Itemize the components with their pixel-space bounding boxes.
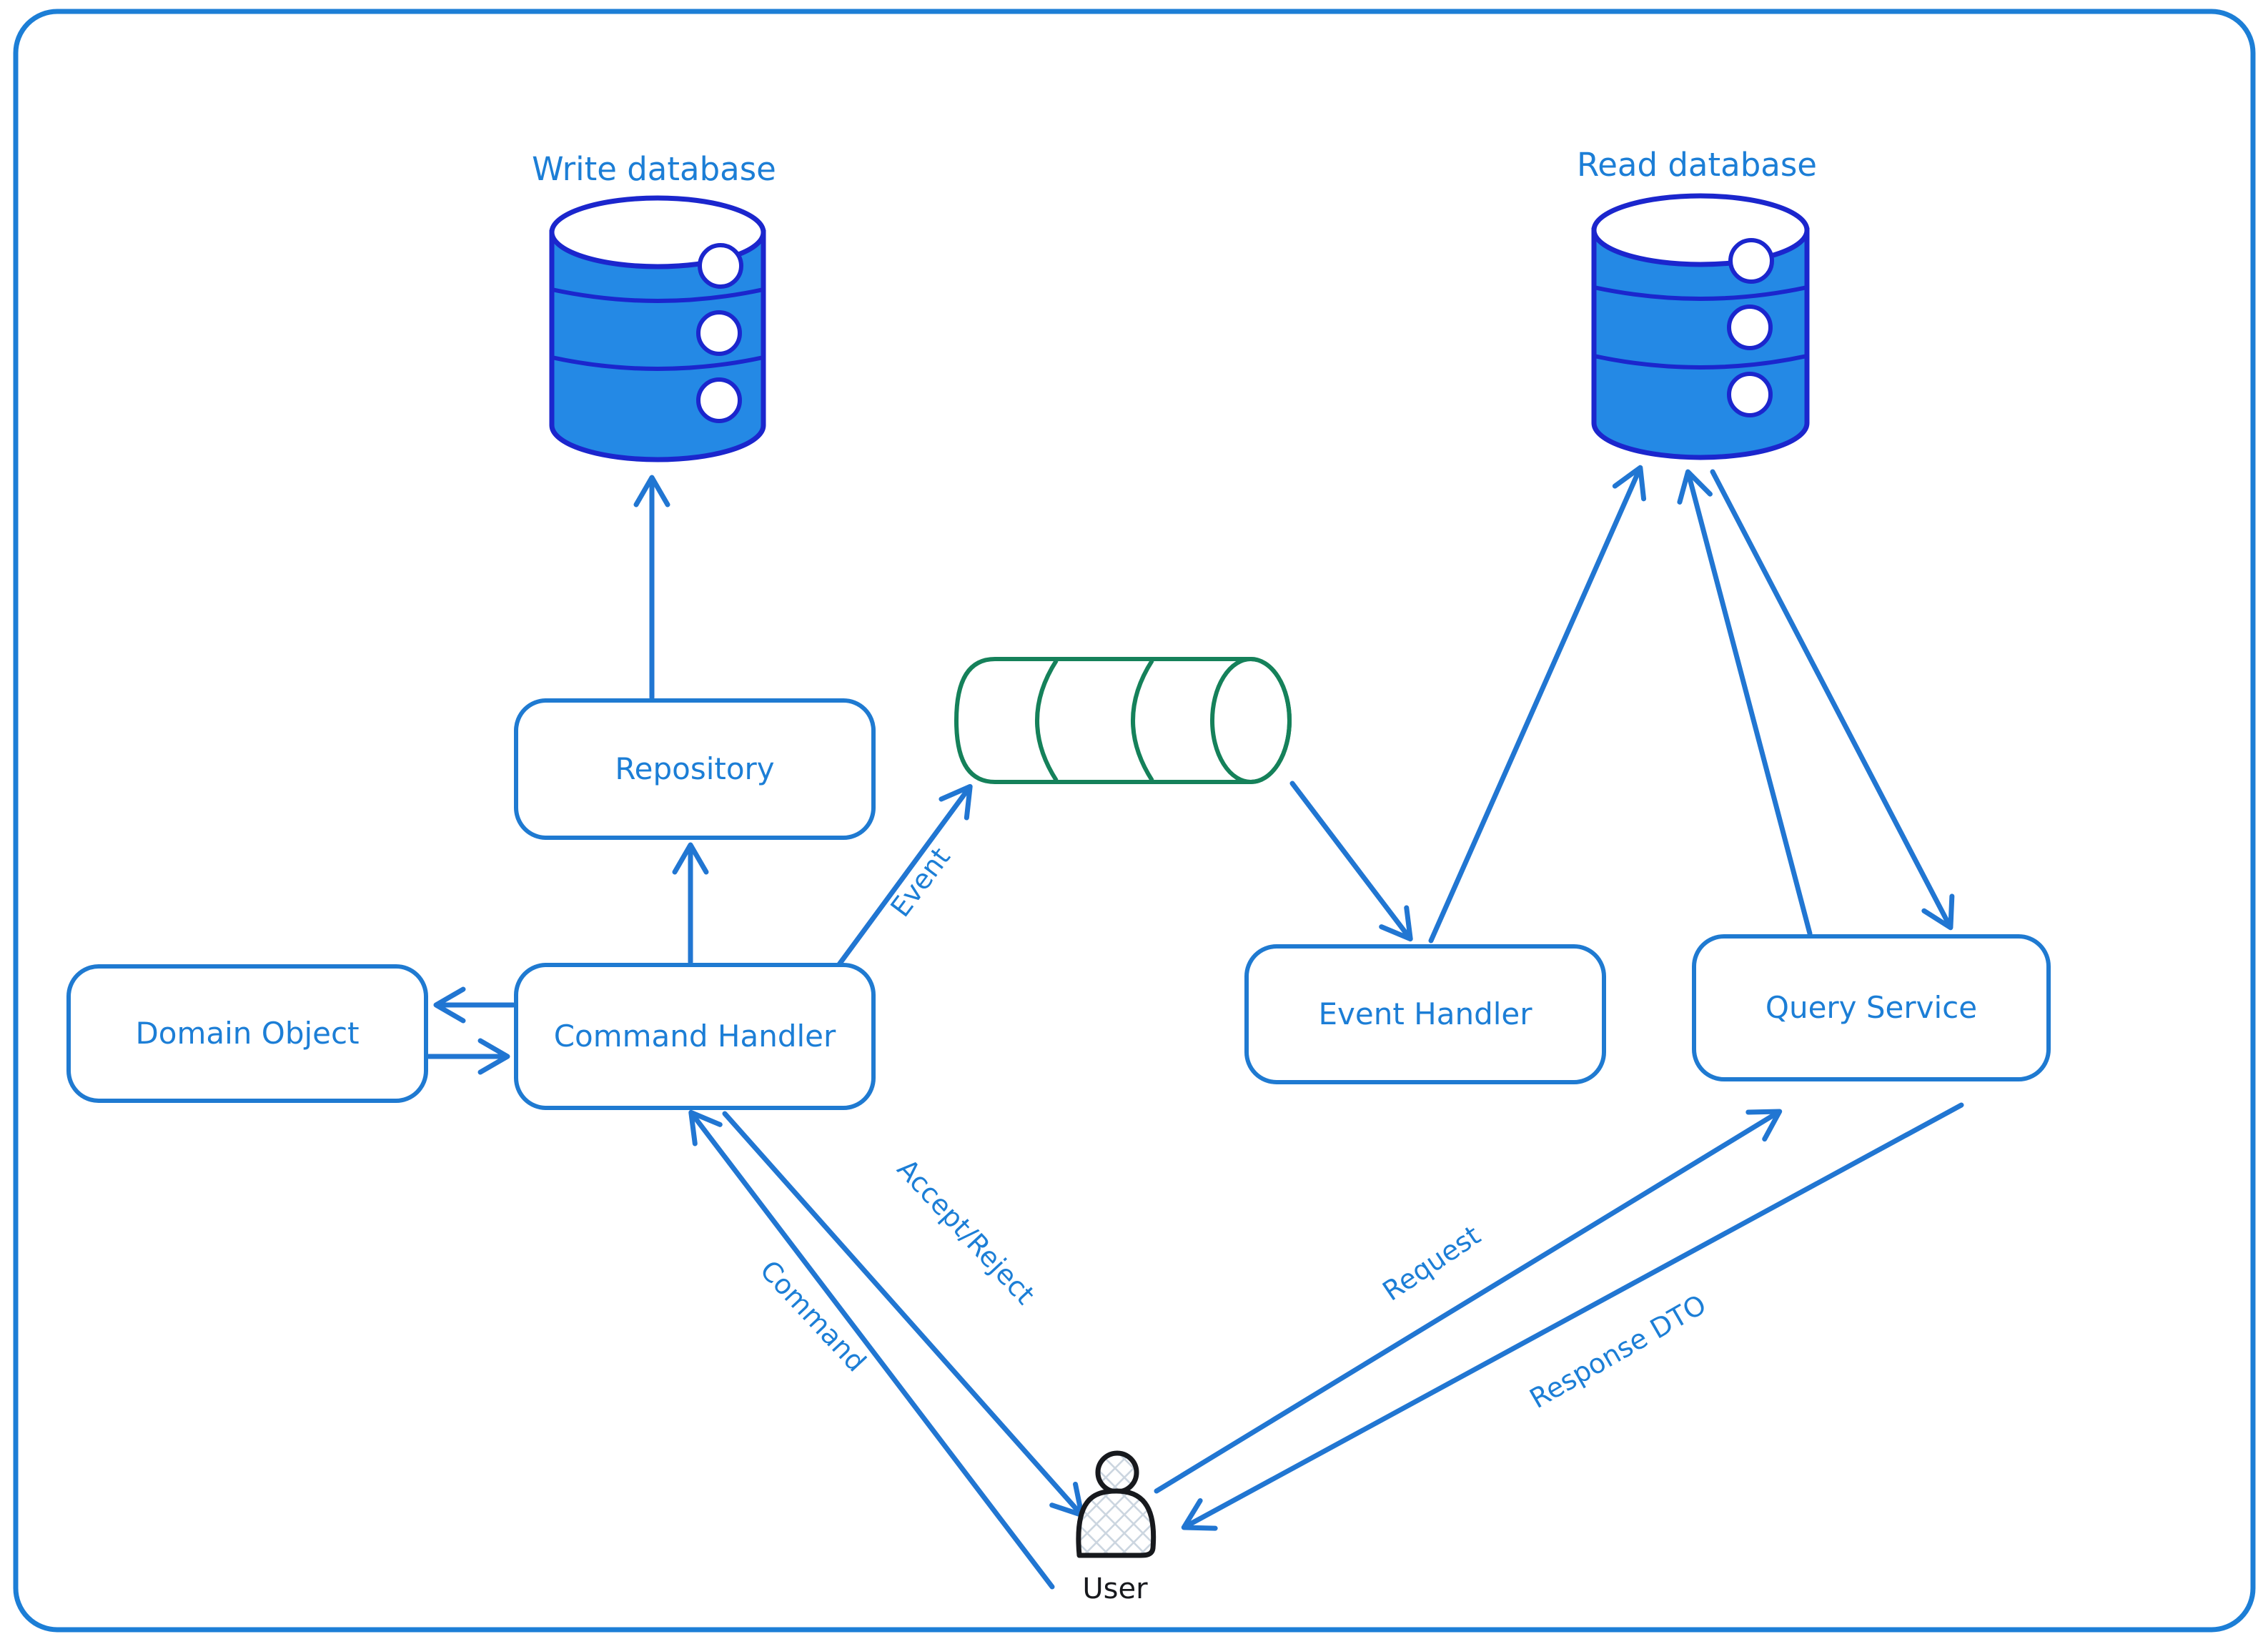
edge-request-user-to-query-service[interactable] [1154,1109,1783,1494]
canvas-frame [13,9,2256,1633]
write-database-icon[interactable] [549,195,766,462]
node-command-handler[interactable]: Command Handler [514,963,876,1110]
edge-label-response-dto[interactable]: Response DTO [1525,1288,1712,1415]
node-repository[interactable]: Repository [514,698,876,840]
event-queue-icon[interactable] [954,657,1292,784]
database-dot [698,243,743,289]
database-band-line [1593,285,1808,301]
edge-command-user-to-command-handler[interactable] [688,1109,1055,1590]
edge-event-command-handler-to-queue[interactable] [831,783,973,975]
queue-body [954,657,1292,784]
repository-label: Repository [615,751,774,786]
user-icon[interactable] [1076,1450,1157,1558]
command-handler-label: Command Handler [554,1019,836,1054]
edge-response-dto-to-user[interactable] [1181,1102,1964,1531]
queue-segment-line [1035,659,1059,782]
edge-label-request[interactable]: Request [1377,1219,1486,1307]
read-database-label[interactable]: Read database [1577,146,1817,184]
edge-accept-reject-to-user[interactable] [722,1111,1084,1517]
node-domain-object[interactable]: Domain Object [66,964,428,1103]
user-label[interactable]: User [1082,1573,1148,1605]
database-band-line [551,355,764,371]
edge-query-service-to-read-database[interactable] [1677,469,1813,936]
person-head [1095,1450,1139,1495]
query-service-label: Query Service [1766,990,1977,1025]
read-database-icon[interactable] [1591,193,1810,460]
write-database-label[interactable]: Write database [532,150,776,188]
database-dot [1727,304,1773,350]
database-dot [696,377,742,423]
node-query-service[interactable]: Query Service [1692,934,2051,1081]
domain-object-label: Domain Object [135,1016,359,1051]
node-event-handler[interactable]: Event Handler [1244,944,1606,1084]
database-band-line [1593,354,1808,370]
edge-event-handler-to-read-database[interactable] [1428,465,1647,944]
edge-label-accept-reject[interactable]: Accept/Reject [891,1153,1041,1310]
queue-segment-line [1131,659,1154,782]
database-dot [1727,372,1773,417]
event-handler-label: Event Handler [1318,996,1532,1031]
database-cylinder-top [1591,193,1810,267]
database-dot [696,310,742,356]
edge-queue-to-event-handler[interactable] [1289,781,1413,942]
person-body [1076,1488,1157,1558]
queue-open-end [1210,657,1292,784]
database-band-line [551,287,764,303]
edge-read-database-to-query-service[interactable] [1710,469,1955,931]
database-dot [1728,238,1774,284]
